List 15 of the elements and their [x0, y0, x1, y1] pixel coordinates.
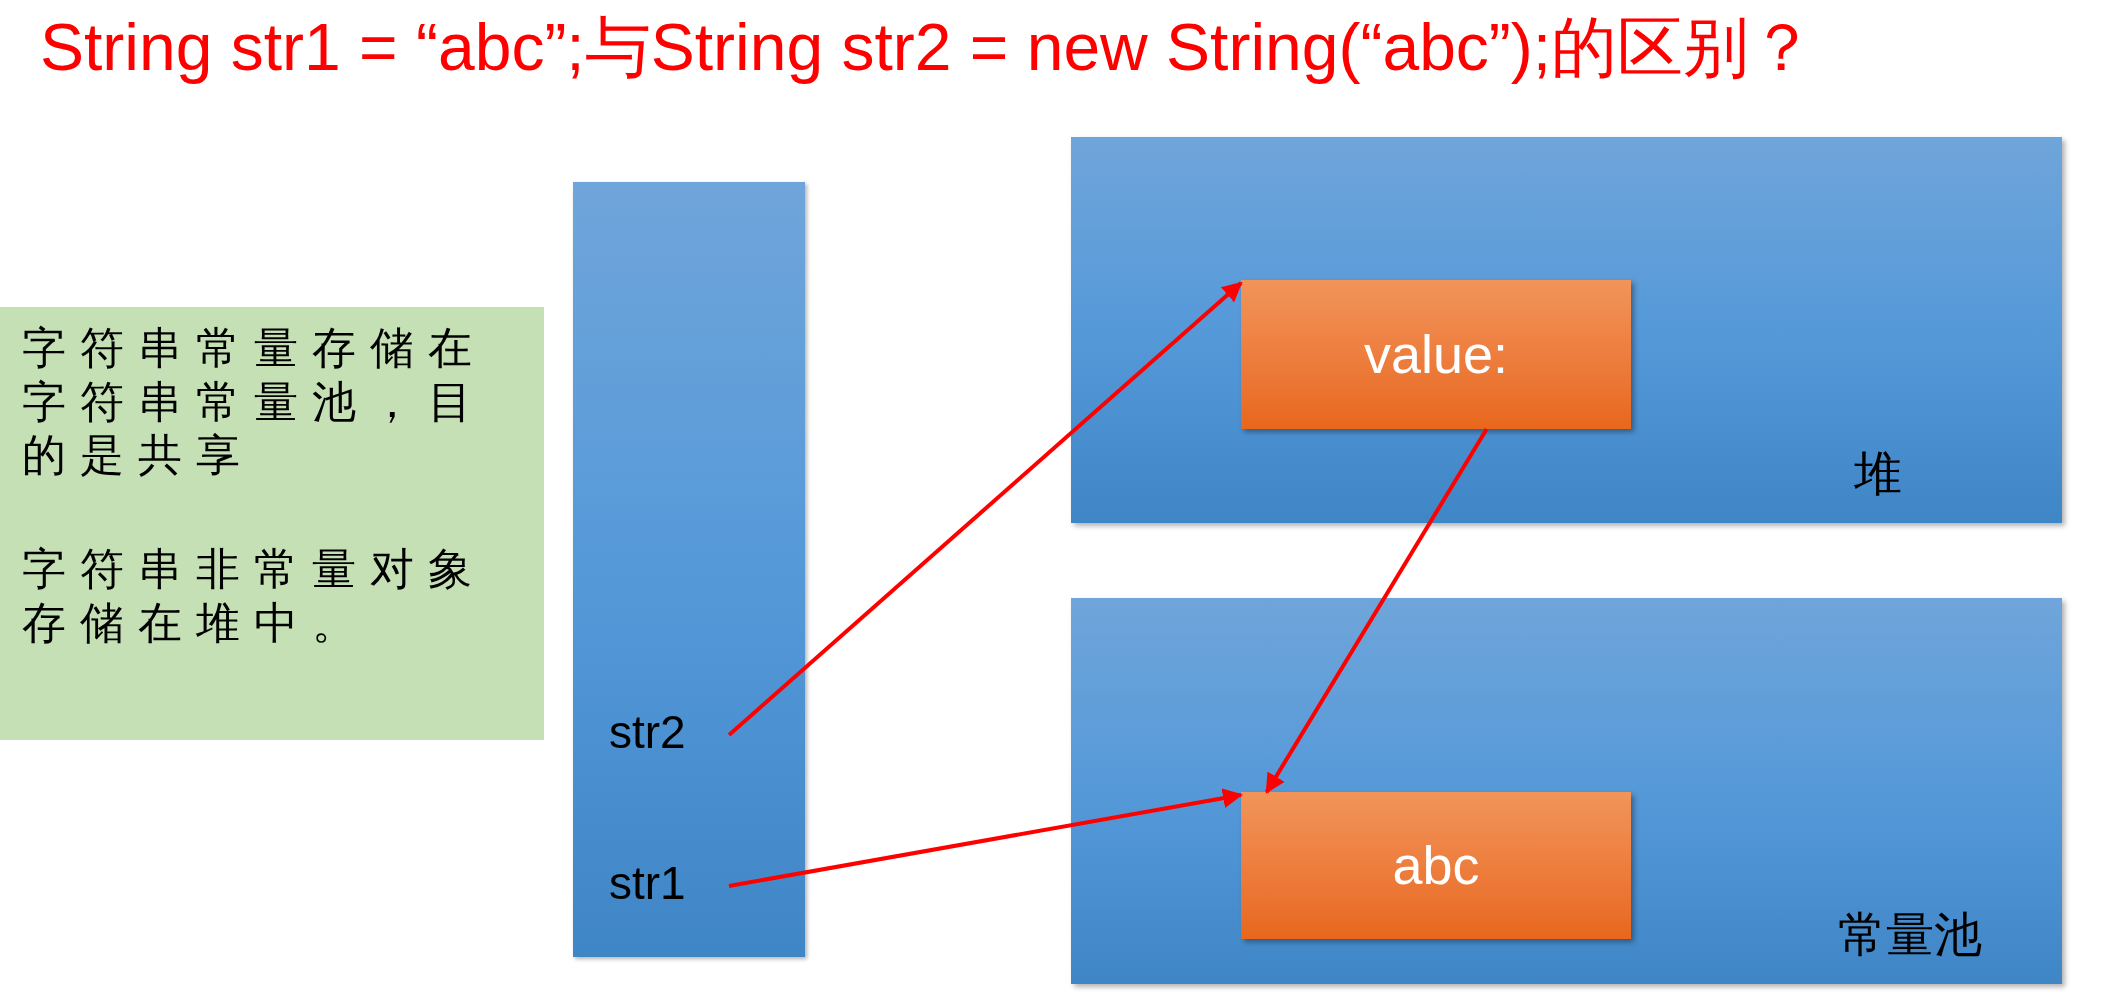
variable-label: str2: [609, 702, 729, 762]
note-text: 字符串常量存储在字符串常量池，目的是共享: [22, 321, 487, 482]
object-box: abc: [1241, 792, 1631, 939]
variable-label: str1: [609, 853, 729, 913]
arrow: [727, 281, 1243, 737]
memory-region: [1071, 598, 2062, 984]
region-label: 常量池: [1838, 905, 1982, 964]
arrow: [728, 788, 1243, 888]
note-box: [0, 307, 544, 740]
stack-bar: [573, 182, 805, 957]
object-box: value:: [1241, 280, 1631, 429]
memory-region: [1071, 137, 2062, 523]
note-text: 字符串非常量对象存储在堆中。: [22, 542, 487, 650]
arrow: [1265, 427, 1489, 794]
region-label: 堆: [1854, 444, 1902, 503]
